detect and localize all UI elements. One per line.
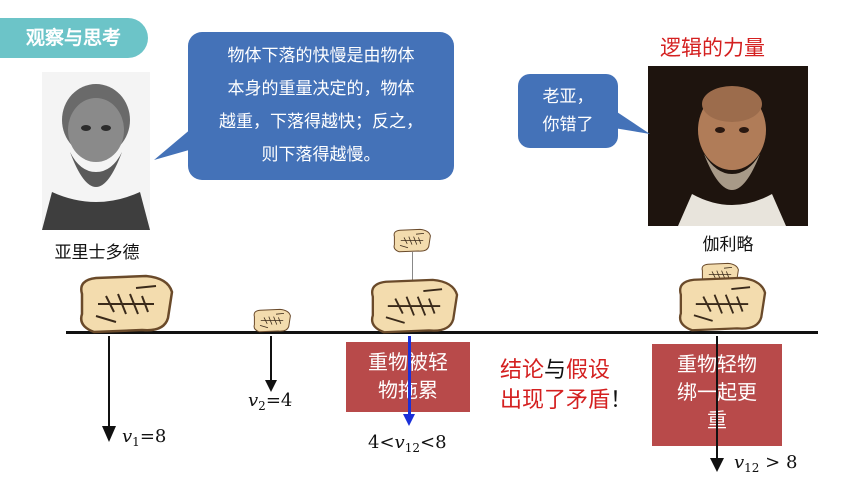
tied-velocity-arrowhead [403,414,415,426]
ground-line [66,331,818,334]
tied-light-stone [393,228,431,253]
bound-velocity-arrowhead [710,458,724,472]
light-stone [253,308,291,333]
aristotle-speech-line-2: 本身的重量决定的，物体 [227,79,415,99]
galileo-speech-bubble: 老亚， 你错了 [518,74,652,148]
galileo-name: 伽利略 [702,235,754,255]
heavy-velocity-arrow [108,336,110,428]
bound-heavy-stone [678,276,767,332]
heavy-velocity-label: v1=8 [122,426,167,449]
galileo-speech-line-1: 老亚， [542,87,594,107]
tied-velocity-range-label: 4<v12<8 [368,432,447,455]
aristotle-speech-line-3: 越重，下落得越快；反之， [219,112,423,132]
aristotle-speech-line-1: 物体下落的快慢是由物体 [227,46,415,66]
aristotle-name: 亚里士多德 [54,243,140,263]
heavy-stone [79,274,174,334]
light-velocity-arrow [270,336,272,382]
tie-string [412,252,413,282]
aristotle-portrait [42,72,150,230]
bound-velocity-arrow [716,336,718,462]
conclusion-text: 结论与假设 出现了矛盾！ [500,356,660,416]
aristotle-speech-bubble: 物体下落的快慢是由物体 本身的重量决定的，物体 越重，下落得越快；反之， 则下落… [150,32,460,180]
conclusion-line-1: 结论与假设 [500,358,611,383]
tied-heavy-stone [370,278,459,334]
section-tag: 观察与思考 [0,18,148,58]
bound-velocity-label: v12 > 8 [734,452,798,475]
tied-velocity-arrow [408,336,411,418]
conclusion-line-2: 出现了矛盾！ [500,388,633,413]
galileo-title: 逻辑的力量 [660,36,765,60]
light-velocity-arrowhead [265,380,277,392]
galileo-speech-line-2: 你错了 [542,115,594,135]
galileo-portrait [648,66,808,226]
light-velocity-label: v2=4 [248,390,293,413]
heavy-velocity-arrowhead [102,426,116,442]
aristotle-speech-line-4: 则下落得越慢。 [261,145,381,165]
